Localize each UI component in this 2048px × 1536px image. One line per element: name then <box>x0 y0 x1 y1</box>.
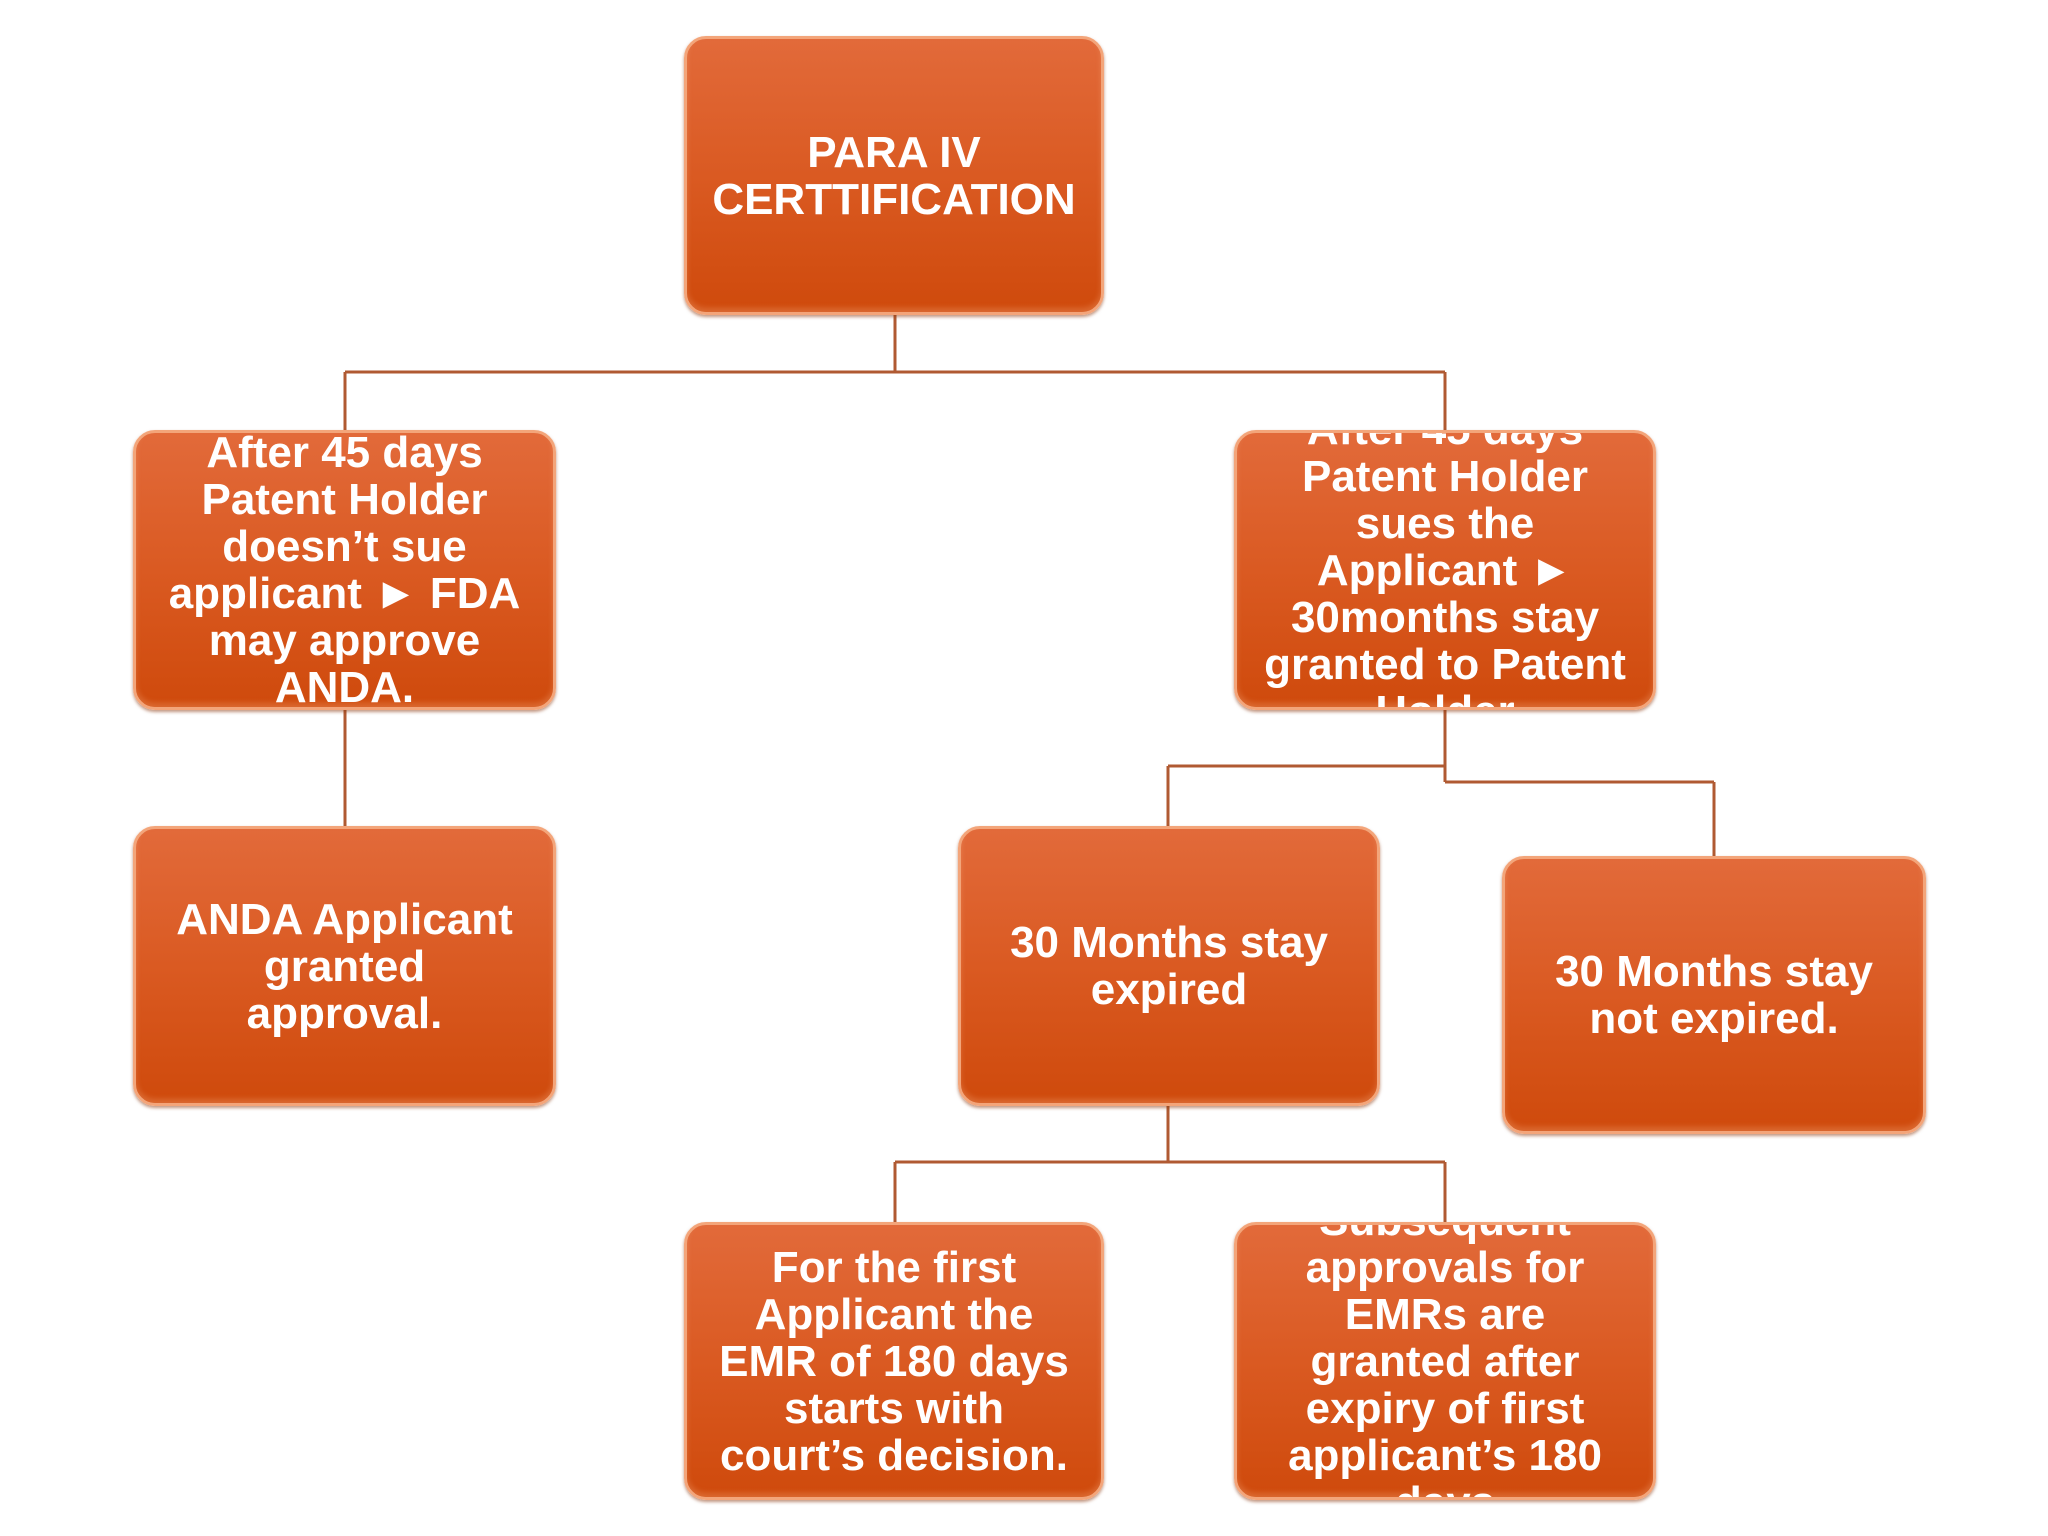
suit-label: After 45 days Patent Holder sues the App… <box>1264 433 1626 707</box>
node-stay-expired: 30 Months stay expired <box>958 826 1380 1106</box>
node-anda-approved: ANDA Applicant granted approval. <box>133 826 556 1106</box>
node-suit: After 45 days Patent Holder sues the App… <box>1234 430 1656 710</box>
no-suit-label: After 45 days Patent Holder doesn’t sue … <box>168 430 521 710</box>
root-node-para-iv-certification: PARA IV CERTTIFICATION <box>684 36 1104 315</box>
stay-expired-label: 30 Months stay expired <box>1010 918 1328 1014</box>
node-subsequent: Subsequent approvals for EMRs are grante… <box>1234 1222 1656 1500</box>
node-first-applicant: For the first Applicant the EMR of 180 d… <box>684 1222 1104 1500</box>
first-applicant-label: For the first Applicant the EMR of 180 d… <box>719 1242 1069 1480</box>
root-node-label: PARA IV CERTTIFICATION <box>712 127 1076 224</box>
anda-approved-label: ANDA Applicant granted approval. <box>176 894 513 1038</box>
node-no-suit: After 45 days Patent Holder doesn’t sue … <box>133 430 556 710</box>
node-stay-not-expired: 30 Months stay not expired. <box>1502 856 1926 1134</box>
stay-not-expired-label: 30 Months stay not expired. <box>1555 947 1873 1043</box>
subsequent-label: Subsequent approvals for EMRs are grante… <box>1288 1225 1602 1497</box>
